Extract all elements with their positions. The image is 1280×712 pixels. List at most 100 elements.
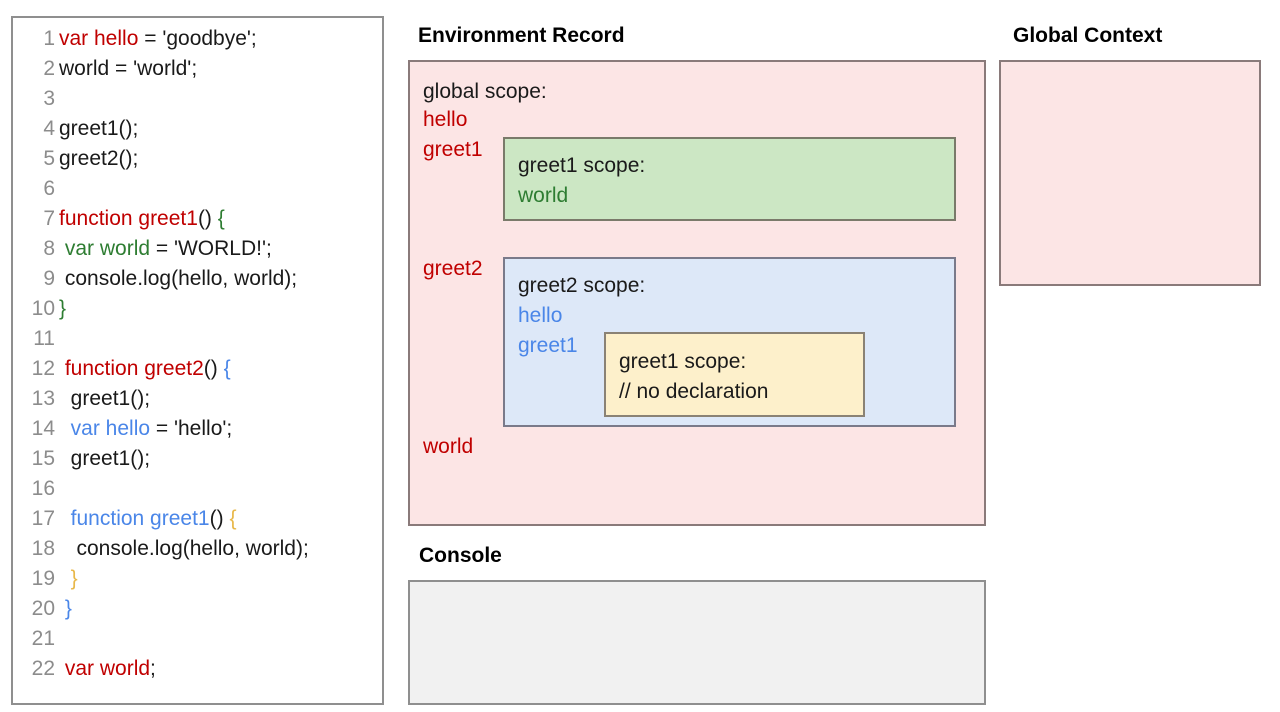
line-number: 8: [43, 237, 55, 260]
line-number: 10: [31, 297, 55, 320]
code-line: 17 function greet1() {: [13, 504, 382, 534]
code-token: var world: [64, 237, 151, 260]
greet1-scope-box: greet1 scope: world: [503, 137, 956, 221]
line-number: 17: [31, 507, 55, 530]
code-line-text: greet1();: [59, 384, 382, 414]
code-token: greet1();: [59, 387, 151, 410]
line-number: 12: [31, 357, 55, 380]
code-line: 13 greet1();: [13, 384, 382, 414]
code-token: function greet1: [70, 507, 210, 530]
code-line: 10}: [13, 294, 382, 324]
environment-record-box: global scope: hello greet1 greet2 world …: [408, 60, 986, 526]
console-output-box[interactable]: [408, 580, 986, 705]
line-number: 18: [31, 537, 55, 560]
code-line-text: }: [59, 564, 382, 594]
code-line: 21: [13, 624, 382, 654]
code-token: (): [209, 507, 230, 530]
code-token: console.log(hello, world);: [59, 267, 298, 290]
code-line: 15 greet1();: [13, 444, 382, 474]
global-var-world: world: [423, 435, 474, 458]
code-line: 20 }: [13, 594, 382, 624]
line-number: 6: [43, 177, 55, 200]
code-line-text: var hello = 'hello';: [59, 414, 382, 444]
code-line-text: greet2();: [59, 144, 382, 174]
code-token: function greet1: [59, 207, 198, 230]
environment-record-title: Environment Record: [418, 24, 625, 47]
greet2-var-greet1: greet1: [518, 334, 578, 357]
code-token: }: [64, 597, 72, 620]
line-number: 16: [31, 477, 55, 500]
code-token: var hello: [59, 27, 139, 50]
code-token: {: [229, 507, 237, 530]
code-token: greet2();: [59, 147, 139, 170]
code-token: console.log(hello, world);: [59, 537, 309, 560]
code-token: (): [197, 207, 218, 230]
line-number: 2: [43, 57, 55, 80]
code-line: 8 var world = 'WORLD!';: [13, 234, 382, 264]
code-line: 22 var world;: [13, 654, 382, 684]
code-token: var world: [64, 657, 151, 680]
code-line-text: function greet2() {: [59, 354, 382, 384]
code-token: = 'hello';: [150, 417, 233, 440]
nested-greet1-scope-box: greet1 scope: // no declaration: [604, 332, 865, 417]
greet1-scope-label: greet1 scope:: [518, 154, 646, 177]
code-line-text: function greet1() {: [59, 204, 382, 234]
global-var-greet2: greet2: [423, 257, 483, 280]
code-line-text: world = 'world';: [59, 54, 382, 84]
line-number: 14: [31, 417, 55, 440]
code-token: var hello: [70, 417, 151, 440]
line-number: 4: [43, 117, 55, 140]
global-var-hello: hello: [423, 108, 468, 131]
code-token: = 'goodbye';: [138, 27, 257, 50]
code-token: [59, 417, 71, 440]
code-token: [59, 567, 71, 590]
code-token: [59, 507, 71, 530]
code-line-text: console.log(hello, world);: [59, 534, 382, 564]
nested-greet1-scope-note: // no declaration: [619, 380, 769, 403]
code-line: 16: [13, 474, 382, 504]
code-token: function greet2: [64, 357, 204, 380]
code-line-text: }: [59, 294, 382, 324]
line-number: 9: [43, 267, 55, 290]
code-line: 3: [13, 84, 382, 114]
code-token: greet1();: [59, 447, 151, 470]
nested-greet1-scope-label: greet1 scope:: [619, 350, 747, 373]
code-line: 6: [13, 174, 382, 204]
code-token: ;: [150, 657, 156, 680]
global-scope-label: global scope:: [423, 80, 547, 103]
code-line: 18 console.log(hello, world);: [13, 534, 382, 564]
console-title: Console: [419, 544, 502, 567]
code-line-text: var world;: [59, 654, 382, 684]
code-line: 19 }: [13, 564, 382, 594]
code-line-text: var hello = 'goodbye';: [59, 24, 382, 54]
line-number: 7: [43, 207, 55, 230]
greet2-var-hello: hello: [518, 304, 563, 327]
code-line-text: var world = 'WORLD!';: [59, 234, 382, 264]
line-number: 21: [31, 627, 55, 650]
code-token: }: [59, 297, 67, 320]
code-line: 11: [13, 324, 382, 354]
global-var-greet1: greet1: [423, 138, 483, 161]
line-number: 3: [43, 87, 55, 110]
greet2-scope-label: greet2 scope:: [518, 274, 646, 297]
code-line-text: greet1();: [59, 114, 382, 144]
code-token: world = 'world';: [59, 57, 198, 80]
code-token: greet1();: [59, 117, 139, 140]
line-number: 22: [31, 657, 55, 680]
code-token: }: [70, 567, 78, 590]
line-number: 1: [43, 27, 55, 50]
global-context-box: [999, 60, 1261, 286]
code-line-text: }: [59, 594, 382, 624]
code-line: 12 function greet2() {: [13, 354, 382, 384]
line-number: 13: [31, 387, 55, 410]
line-number: 11: [33, 327, 55, 350]
global-context-title: Global Context: [1013, 24, 1163, 47]
line-number: 15: [31, 447, 55, 470]
